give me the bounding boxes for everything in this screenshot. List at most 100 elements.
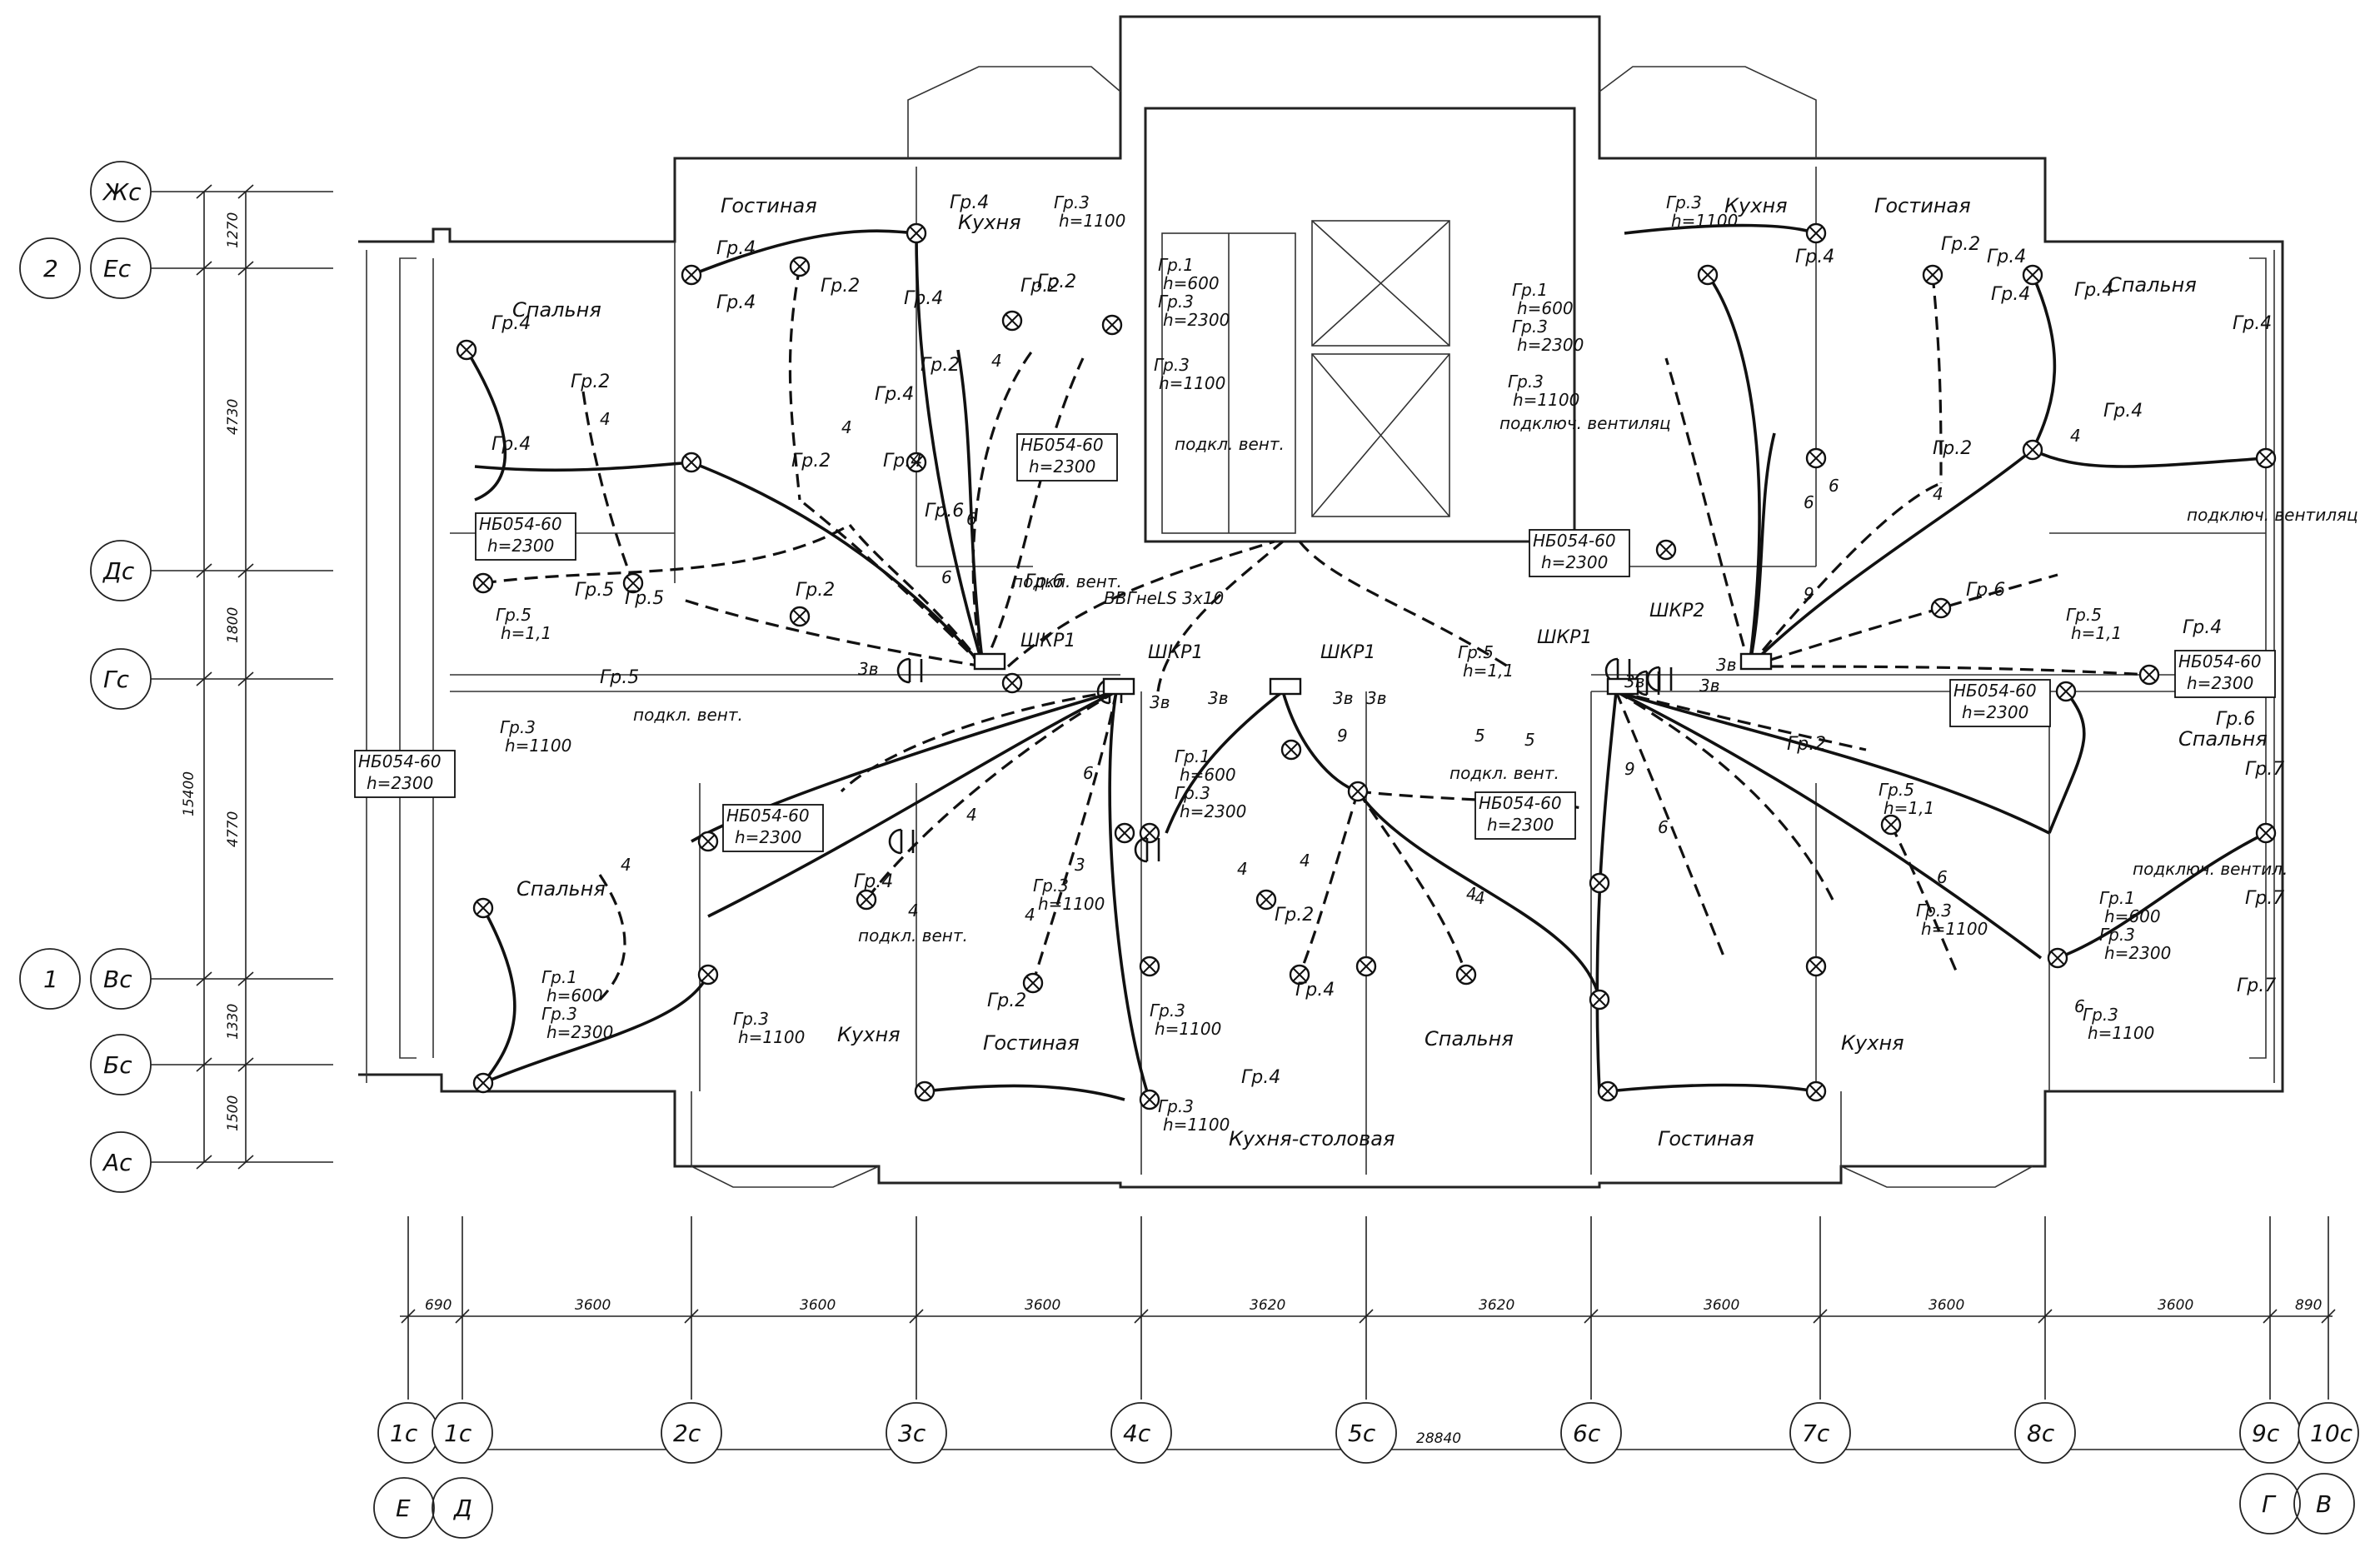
grid-axis-number-label: 1 xyxy=(43,966,58,993)
group-label: Гр.6 xyxy=(1966,580,2005,601)
light-fixture-icon xyxy=(1455,964,1477,986)
light-fixture-icon xyxy=(1930,597,1952,619)
light-fixture-icon xyxy=(472,1072,494,1094)
light-fixture-icon xyxy=(681,264,702,286)
light-fixture-icon xyxy=(914,1080,936,1102)
grid-axis-letter-label: Г xyxy=(2262,1490,2277,1518)
panel-label: ШКР1 xyxy=(1148,642,1203,663)
heater-model: НБ054-60 xyxy=(1479,793,1562,813)
wire-count: 5 xyxy=(1524,730,1535,750)
grid-axis-marker: 10с xyxy=(2298,1216,2359,1464)
water-heater: НБ054-60h=2300 xyxy=(1949,679,2051,727)
wire-count: 4 xyxy=(621,855,631,875)
grid-axis-label: 4с xyxy=(1123,1420,1151,1447)
water-heater: НБ054-60h=2300 xyxy=(1474,791,1576,840)
group-height-line: Гр.3 xyxy=(1666,192,1702,212)
heater-model: НБ054-60 xyxy=(726,806,810,826)
wire-count: 4 xyxy=(1466,884,1477,904)
grid-axis-label: Ес xyxy=(103,255,132,282)
wire-count: 6 xyxy=(2074,996,2085,1016)
wire-count: 9 xyxy=(1337,726,1348,746)
light-fixture-icon xyxy=(2055,681,2077,702)
group-height-line: h=1100 xyxy=(1163,1115,1230,1135)
room-label: Гостиная xyxy=(983,1031,1080,1055)
group-height-line: Гр.3 xyxy=(1033,876,1069,896)
grid-axis-marker: 4с xyxy=(1110,1216,1172,1464)
grid-axis-marker: Ас xyxy=(90,1131,333,1193)
group-label: Гр.2 xyxy=(987,991,1026,1011)
group-label: Гр.4 xyxy=(1991,284,2030,305)
light-fixture-icon xyxy=(1280,739,1302,761)
group-height-line: h=1100 xyxy=(1155,1019,1221,1039)
heater-model: НБ054-60 xyxy=(1953,681,2037,701)
light-fixture-icon xyxy=(1589,989,1610,1011)
group-height-line: h=2300 xyxy=(1163,310,1230,330)
group-label: Гр.4 xyxy=(875,384,914,405)
room-label: Кухня xyxy=(1841,1031,1904,1055)
group-height-line: Гр.3 xyxy=(1175,783,1210,803)
light-fixture-icon xyxy=(1001,310,1023,332)
total-dimension: 28840 xyxy=(1416,1430,1461,1447)
group-height-line: Гр.3 xyxy=(1158,292,1194,312)
total-dimension: 15400 xyxy=(181,771,197,816)
dimension-value: 3600 xyxy=(1704,1297,1739,1314)
water-heater: НБ054-60h=2300 xyxy=(1016,433,1118,482)
group-height-line: h=1,1 xyxy=(1884,798,1934,818)
left-dimension-axis: ЖсЕсДсГсВсБсАс21127047301800477013301500… xyxy=(19,161,333,1193)
group-height-line: h=2300 xyxy=(546,1022,613,1042)
group-height-line: Гр.3 xyxy=(2083,1005,2118,1025)
dimension-value: 3600 xyxy=(1025,1297,1060,1314)
wire-count: 4 xyxy=(991,351,1002,371)
group-height-line: Гр.3 xyxy=(1158,1096,1194,1116)
grid-axis-label: Вс xyxy=(103,966,132,993)
dimension-value: 3600 xyxy=(1928,1297,1964,1314)
group-height-line: h=600 xyxy=(1163,273,1220,293)
room-label: Гостиная xyxy=(721,194,817,217)
heater-height: h=2300 xyxy=(2187,673,2253,693)
light-fixture-icon xyxy=(1880,814,1902,836)
group-height-line: h=1100 xyxy=(2088,1023,2154,1043)
light-fixture-icon xyxy=(1139,956,1160,977)
group-height-label: Гр.5h=1,1 xyxy=(1458,642,1514,681)
ventilation-note: подключ. вентил. xyxy=(2133,859,2288,879)
dimension-value: 1330 xyxy=(225,1004,242,1040)
dimension-value: 4770 xyxy=(225,811,242,847)
light-fixture-icon xyxy=(2022,439,2043,461)
light-fixture-icon xyxy=(856,889,877,911)
grid-axis-marker: 1с xyxy=(377,1216,439,1464)
heater-height: h=2300 xyxy=(1541,552,1608,572)
group-height-line: Гр.3 xyxy=(1512,317,1548,337)
light-fixture-icon xyxy=(2255,447,2277,469)
light-fixture-icon xyxy=(2047,947,2068,969)
grid-axis-label: 6с xyxy=(1573,1420,1601,1447)
panels: ШКР1 ШКР1 ШКР1 ШКР1 ШКР2 ВВГнеLS 3х10 xyxy=(973,588,1773,696)
room-label: Кухня xyxy=(958,211,1021,234)
light-fixture-icon xyxy=(1589,872,1610,894)
room-labels: Гостиная Кухня Спальня Кухня Гостиная Сп… xyxy=(512,194,2268,1150)
light-fixture-icon xyxy=(1805,956,1827,977)
group-label: Гр.2 xyxy=(1037,272,1076,292)
grid-axis-label: 8с xyxy=(2027,1420,2055,1447)
group-label: Гр.4 xyxy=(883,451,922,472)
light-fixture-icon xyxy=(1655,539,1677,561)
room-label: Гостиная xyxy=(1874,194,1971,217)
grid-axis-label: 1с xyxy=(444,1420,472,1447)
light-fixture-icon xyxy=(1347,781,1369,802)
group-label: Гр.6 xyxy=(1025,571,1064,592)
wire-count: 3в xyxy=(1699,676,1720,696)
group-label: Гр.5 xyxy=(625,588,664,609)
dimension-value: 1500 xyxy=(225,1095,242,1131)
grid-axis-marker: 5с xyxy=(1335,1216,1397,1464)
group-height-label: Гр.3h=1100 xyxy=(1916,901,1988,939)
group-height-line: h=1,1 xyxy=(501,623,551,643)
group-height-line: h=600 xyxy=(546,986,603,1006)
socket-icon xyxy=(1134,836,1160,863)
wire-count: 6 xyxy=(1804,492,1814,512)
light-fixture-icon xyxy=(472,572,494,594)
grid-axis-marker: 9с xyxy=(2239,1216,2301,1464)
grid-axis-marker: 6с xyxy=(1560,1216,1622,1464)
